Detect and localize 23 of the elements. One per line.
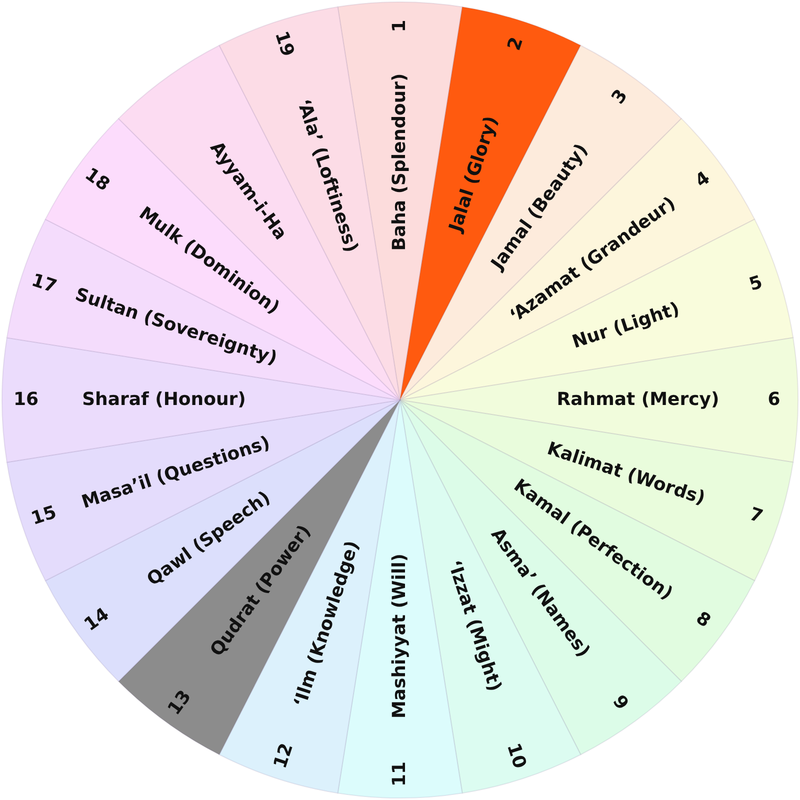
month-number: 7: [746, 504, 765, 527]
month-number: 12: [271, 740, 298, 771]
month-number: 16: [13, 390, 39, 410]
month-number: 17: [29, 271, 60, 298]
month-number: 8: [692, 608, 714, 632]
month-number: 15: [29, 502, 60, 529]
month-number: 10: [502, 740, 529, 771]
month-label: Baha (Splendour): [390, 73, 410, 251]
month-number: 11: [390, 761, 410, 787]
month-label: Sharaf (Honour): [82, 390, 246, 410]
month-number: 2: [504, 35, 527, 54]
month-label: Mashiyyat (Will): [390, 553, 410, 719]
month-number: 14: [81, 604, 114, 636]
month-label: Rahmat (Mercy): [556, 390, 720, 410]
month-number: 4: [692, 168, 714, 192]
month-number: 1: [390, 20, 410, 32]
month-number: 9: [608, 692, 632, 714]
month-number: 5: [746, 273, 765, 296]
month-number: 6: [768, 390, 780, 410]
month-number: 3: [608, 86, 632, 108]
month-number: 19: [271, 29, 298, 60]
month-number: 18: [81, 164, 114, 196]
month-number: 13: [164, 686, 196, 719]
